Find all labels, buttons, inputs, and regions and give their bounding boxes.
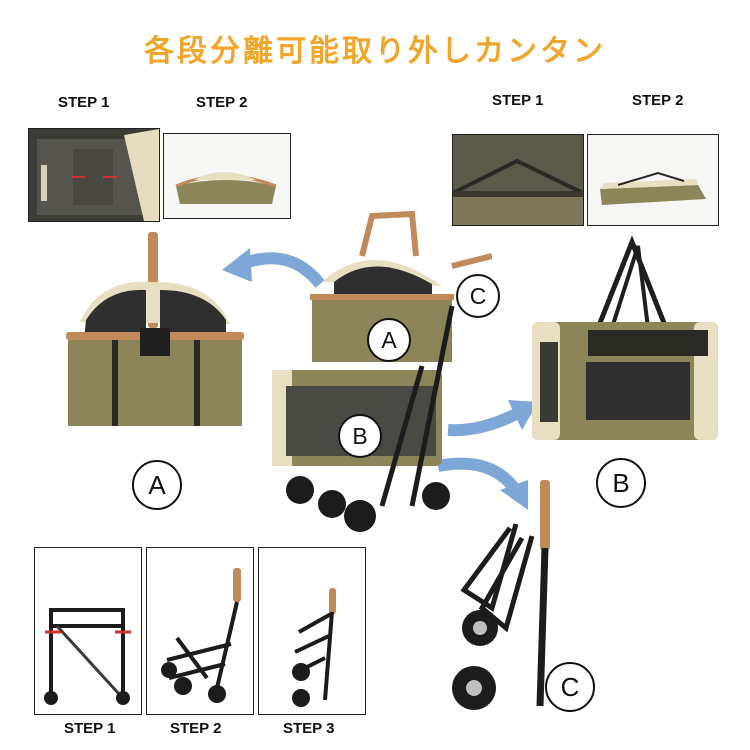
badge-a-on-stroller: A: [367, 318, 411, 362]
fold-step3-photo: [258, 547, 366, 715]
fold-step1-photo: [34, 547, 142, 715]
step1-label-top-right: STEP 1: [492, 92, 544, 109]
step1-photo-fold-carrier: [452, 134, 584, 226]
fold-step3-label: STEP 3: [283, 720, 335, 737]
carrier-a-image: [66, 232, 244, 426]
fold-step1-label: STEP 1: [64, 720, 116, 737]
badge-b: B: [596, 458, 646, 508]
fold-step2-photo: [146, 547, 254, 715]
carrier-b-image: [532, 236, 718, 440]
badge-a: A: [132, 460, 182, 510]
folded-stroller-c-image: [452, 480, 550, 710]
step2-label-top-right: STEP 2: [632, 92, 684, 109]
page-title: 各段分離可能取り外しカンタン: [144, 34, 606, 69]
badge-c: C: [545, 662, 595, 712]
badge-b-on-stroller: B: [338, 414, 382, 458]
arrow-icon-to-a: [222, 248, 325, 288]
step2-photo-lift-carrier: [163, 133, 291, 219]
step1-photo-unclip-carrier: [28, 128, 160, 222]
badge-c-on-stroller: C: [456, 274, 500, 318]
arrow-icon-to-b: [447, 400, 538, 437]
step2-photo-flat-carrier: [587, 134, 719, 226]
step2-label-top-left: STEP 2: [196, 94, 248, 111]
step1-label-top-left: STEP 1: [58, 94, 110, 111]
fold-step2-label: STEP 2: [170, 720, 222, 737]
arrow-icon-to-c: [436, 457, 528, 510]
